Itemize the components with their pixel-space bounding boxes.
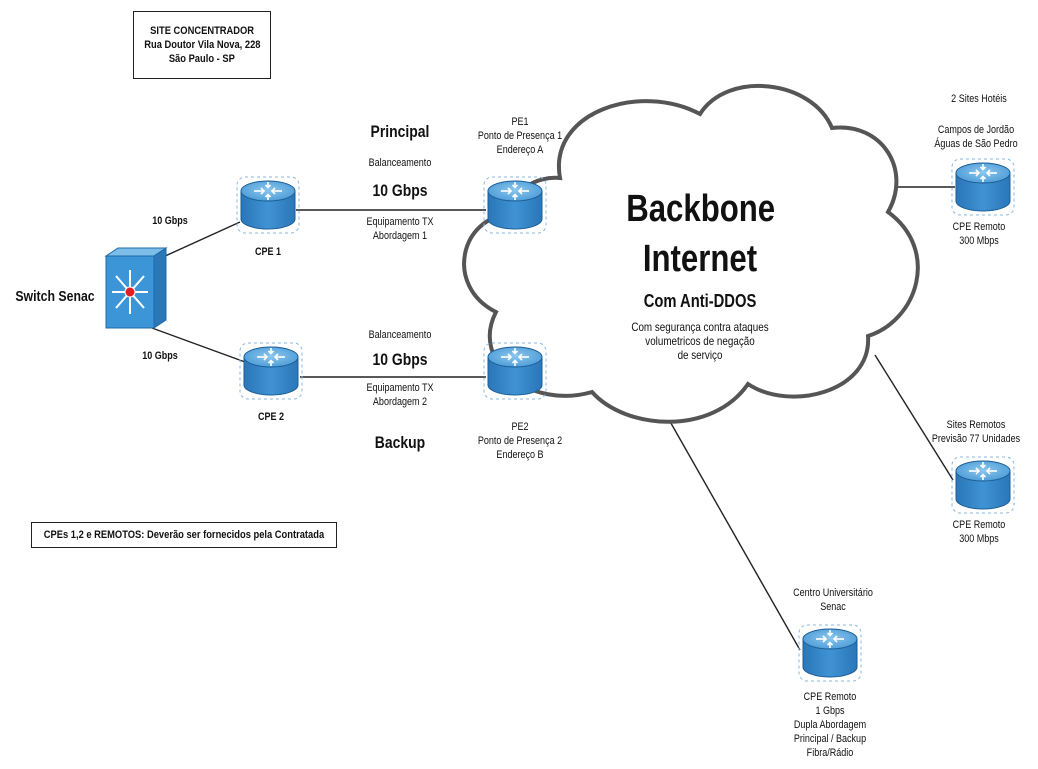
pe1-name: PE1 — [511, 116, 529, 128]
cpe1-label: CPE 1 — [254, 246, 282, 258]
university-media: Fibra/Rádio — [806, 747, 854, 759]
cloud-description: Com segurança contra ataques volumetrico… — [618, 320, 782, 362]
hotels-cpe-info: CPE Remoto 300 Mbps — [934, 220, 1024, 248]
principal-equipment: Equipamento TX — [366, 216, 434, 228]
site-box-line1: SITE CONCENTRADOR — [150, 25, 254, 37]
cloud-desc-line1: Com segurança contra ataques — [631, 320, 769, 334]
pe1-address: Endereço A — [496, 144, 544, 156]
backup-title: Backup — [374, 433, 426, 452]
hotels-cities: Campos de Jordão Águas de São Pedro — [925, 123, 1027, 151]
university-cpe-info: CPE Remoto 1 Gbps Dupla Abordagem Princi… — [773, 690, 888, 760]
switch-label: Switch Senac — [15, 288, 95, 305]
university-mode: Principal / Backup — [793, 733, 867, 745]
note-text: CPEs 1,2 e REMOTOS: Deverão ser fornecid… — [43, 529, 325, 541]
hotels-router-icon — [951, 158, 1015, 216]
pe2-labels: PE2 Ponto de Presença 2 Endereço B — [467, 420, 574, 462]
university-dual: Dupla Abordagem — [793, 719, 867, 731]
link-cloud-university — [667, 417, 801, 651]
site-box-line2: Rua Doutor Vila Nova, 228 — [143, 39, 261, 51]
university-name-line2: Senac — [820, 601, 846, 613]
cpe2-label: CPE 2 — [257, 411, 285, 423]
remote-sites-cpe-info: CPE Remoto 300 Mbps — [934, 518, 1024, 546]
university-router-icon — [798, 624, 862, 682]
remote-sites-forecast: Previsão 77 Unidades — [931, 433, 1021, 445]
site-box-line3: São Paulo - SP — [168, 53, 235, 65]
cloud-desc-line2: volumetricos de negação — [645, 334, 755, 348]
principal-title: Principal — [370, 122, 430, 141]
remote-sites-router-icon — [951, 456, 1015, 514]
backbone-cloud — [462, 83, 920, 424]
university-name: Centro Universitário Senac — [780, 586, 887, 614]
remote-sites-speed: 300 Mbps — [959, 533, 999, 545]
lower-link-speed: 10 Gbps — [142, 350, 178, 362]
note-box: CPEs 1,2 e REMOTOS: Deverão ser fornecid… — [31, 522, 337, 548]
hotels-city2: Águas de São Pedro — [934, 138, 1018, 150]
cloud-subtitle: Com Anti-DDOS — [643, 291, 757, 311]
cloud-title-line1: Backbone — [626, 188, 776, 230]
backup-speed: 10 Gbps — [372, 350, 428, 369]
link-switch-cpe2 — [151, 327, 246, 363]
hotels-cpe: CPE Remoto — [952, 221, 1006, 233]
hotels-city1: Campos de Jordão — [937, 124, 1015, 136]
pe1-router-icon — [483, 176, 547, 234]
pe2-router-icon — [483, 342, 547, 400]
hotels-speed: 300 Mbps — [959, 235, 999, 247]
remote-sites-cpe: CPE Remoto — [952, 519, 1006, 531]
remote-sites-header: Sites Remotos Previsão 77 Unidades — [925, 418, 1027, 446]
connection-lines — [151, 186, 955, 651]
principal-speed: 10 Gbps — [372, 181, 428, 200]
switch-icon — [104, 247, 168, 329]
pe2-address: Endereço B — [496, 449, 544, 461]
pe1-labels: PE1 Ponto de Presença 1 Endereço A — [467, 115, 574, 157]
link-cloud-remote-sites — [874, 354, 954, 481]
university-speed: 1 Gbps — [815, 705, 845, 717]
cpe2-router-icon — [239, 342, 303, 400]
pe2-name: PE2 — [511, 421, 529, 433]
cloud-title-line2: Internet — [642, 238, 758, 280]
site-concentrator-box: SITE CONCENTRADOR Rua Doutor Vila Nova, … — [133, 11, 271, 79]
cpe1-router-icon — [236, 176, 300, 234]
remote-sites-title: Sites Remotos — [946, 419, 1006, 431]
backup-balance: Balanceamento — [368, 329, 432, 341]
upper-link-speed: 10 Gbps — [152, 215, 188, 227]
pe1-desc: Ponto de Presença 1 — [477, 130, 563, 142]
university-name-line1: Centro Universitário — [793, 587, 873, 599]
backup-approach: Abordagem 2 — [372, 396, 428, 408]
cloud-desc-line3: de serviço — [677, 348, 723, 362]
backup-equipment: Equipamento TX — [366, 382, 434, 394]
principal-balance: Balanceamento — [368, 157, 432, 169]
pe2-desc: Ponto de Presença 2 — [477, 435, 563, 447]
hotels-header: 2 Sites Hotéis — [951, 93, 1007, 105]
principal-approach: Abordagem 1 — [372, 230, 428, 242]
link-switch-cpe1 — [151, 221, 241, 263]
university-cpe: CPE Remoto — [803, 691, 857, 703]
